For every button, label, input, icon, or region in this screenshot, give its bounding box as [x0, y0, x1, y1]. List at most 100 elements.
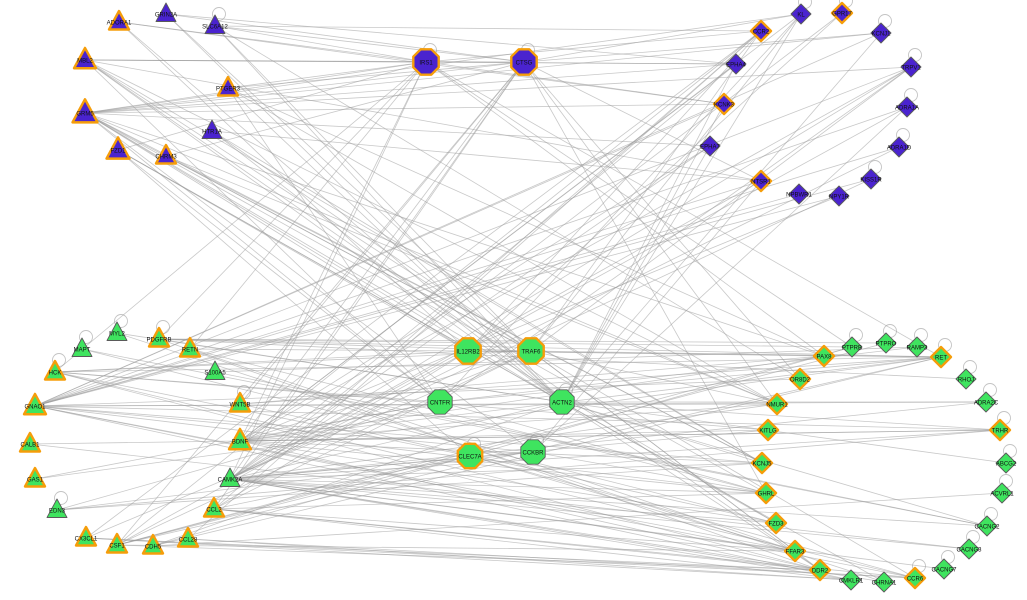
node-EPHA4[interactable] — [725, 53, 747, 75]
node-RHOJ[interactable] — [955, 368, 977, 390]
graph-edge — [84, 112, 777, 524]
node-CLEC7A[interactable] — [456, 442, 484, 470]
node-IRS1[interactable] — [412, 48, 440, 76]
node-CALB1[interactable] — [18, 431, 42, 453]
node-SLC6A12[interactable] — [204, 14, 226, 34]
graph-edge — [227, 61, 427, 89]
graph-edge — [84, 112, 469, 352]
node-TRPV1[interactable] — [900, 56, 922, 78]
node-NTSR1[interactable] — [749, 169, 773, 193]
graph-edge — [523, 61, 762, 182]
node-ABCG2[interactable] — [995, 452, 1017, 474]
graph-edge — [34, 378, 801, 407]
node-CSF1[interactable] — [105, 532, 129, 554]
node-NPBWR1[interactable] — [788, 183, 810, 205]
node-ADRA1D[interactable] — [888, 136, 910, 158]
node-ADRA1A[interactable] — [896, 96, 918, 118]
graph-edge — [425, 61, 942, 358]
node-GHRL[interactable] — [754, 481, 778, 505]
graph-edge — [530, 13, 802, 352]
node-FFAR3[interactable] — [783, 539, 807, 563]
node-FZD3[interactable] — [764, 511, 788, 535]
node-RAMP3[interactable] — [906, 336, 928, 358]
node-GRIN2A[interactable] — [155, 2, 177, 22]
node-KL[interactable] — [790, 3, 812, 25]
node-KCNJ5[interactable] — [750, 451, 774, 475]
graph-edge — [214, 25, 427, 63]
node-EDN3[interactable] — [46, 498, 68, 518]
node-CCKBR[interactable] — [520, 439, 546, 465]
graph-edge — [229, 66, 912, 480]
node-PTPRO[interactable] — [875, 332, 897, 354]
node-NPY1R[interactable] — [828, 185, 850, 207]
graph-edge — [116, 346, 853, 546]
node-TRHR[interactable] — [988, 418, 1012, 442]
graph-edge — [34, 405, 534, 453]
node-FZD1[interactable] — [105, 136, 131, 160]
graph-edge — [425, 61, 737, 65]
graph-edge — [54, 356, 942, 373]
node-DDR2[interactable] — [808, 558, 832, 582]
node-ACVRL1[interactable] — [991, 482, 1013, 504]
node-CCR2[interactable] — [749, 19, 773, 43]
graph-edge — [214, 371, 988, 527]
node-IL12RB2[interactable] — [454, 337, 482, 365]
graph-edge — [239, 63, 737, 442]
node-PDGFRB[interactable] — [147, 326, 171, 348]
node-CX3CL1[interactable] — [74, 525, 98, 547]
node-KITLG[interactable] — [756, 418, 780, 442]
graph-edge — [214, 25, 563, 403]
node-BDNF[interactable] — [227, 427, 253, 451]
node-KCNJ1[interactable] — [870, 22, 892, 44]
node-CCL2[interactable] — [202, 496, 226, 518]
node-TRAF6[interactable] — [517, 337, 545, 365]
node-OR8D2[interactable] — [788, 367, 812, 391]
node-EPHA7[interactable] — [699, 135, 721, 157]
node-MBL2[interactable] — [72, 46, 98, 70]
node-CACNG2[interactable] — [976, 515, 998, 537]
node-CCL28[interactable] — [176, 526, 200, 548]
node-PTGER3[interactable] — [216, 75, 240, 97]
node-PTPRB[interactable] — [841, 336, 863, 358]
node-NMUR1[interactable] — [765, 392, 789, 416]
node-ACTN2[interactable] — [549, 389, 575, 415]
node-KCNK3[interactable] — [712, 92, 736, 116]
graph-edge — [116, 455, 471, 546]
graph-edge — [117, 149, 777, 524]
graph-edge — [54, 350, 532, 373]
node-HCK[interactable] — [43, 359, 67, 381]
node-CACNG3[interactable] — [958, 538, 980, 560]
node-S100A5[interactable] — [204, 360, 226, 380]
node-RET[interactable] — [929, 345, 953, 369]
graph-edge — [229, 61, 427, 480]
node-HTR1A[interactable] — [201, 119, 223, 139]
node-MAPT[interactable] — [71, 337, 93, 357]
node-WNT5B[interactable] — [228, 391, 252, 413]
node-CNTFR[interactable] — [427, 389, 453, 415]
graph-edge — [34, 405, 1001, 431]
node-ADRA2C[interactable] — [975, 391, 997, 413]
node-CAMK2A[interactable] — [219, 467, 241, 487]
node-GPR17[interactable] — [830, 1, 854, 25]
node-CCR6[interactable] — [903, 566, 927, 590]
node-GNAO1[interactable] — [22, 392, 48, 416]
node-CTSG[interactable] — [510, 48, 538, 76]
node-CHRNA1[interactable] — [873, 571, 895, 593]
node-ADORA1[interactable] — [107, 9, 131, 31]
node-PAX8[interactable] — [812, 344, 836, 368]
node-CMKLR1[interactable] — [840, 569, 862, 591]
graph-edge — [211, 130, 763, 464]
node-GRM5[interactable] — [71, 98, 99, 124]
node-GAS1[interactable] — [23, 466, 47, 488]
node-MYL2[interactable] — [106, 321, 128, 341]
graph-edge — [116, 61, 525, 546]
self-loop-edge — [54, 491, 68, 505]
node-CACNG7[interactable] — [933, 558, 955, 580]
node-CHRM3[interactable] — [154, 143, 178, 165]
node-RETN[interactable] — [178, 336, 202, 358]
node-KISS1R[interactable] — [860, 168, 882, 190]
node-CDH5[interactable] — [141, 533, 165, 555]
graph-edge — [158, 338, 821, 571]
